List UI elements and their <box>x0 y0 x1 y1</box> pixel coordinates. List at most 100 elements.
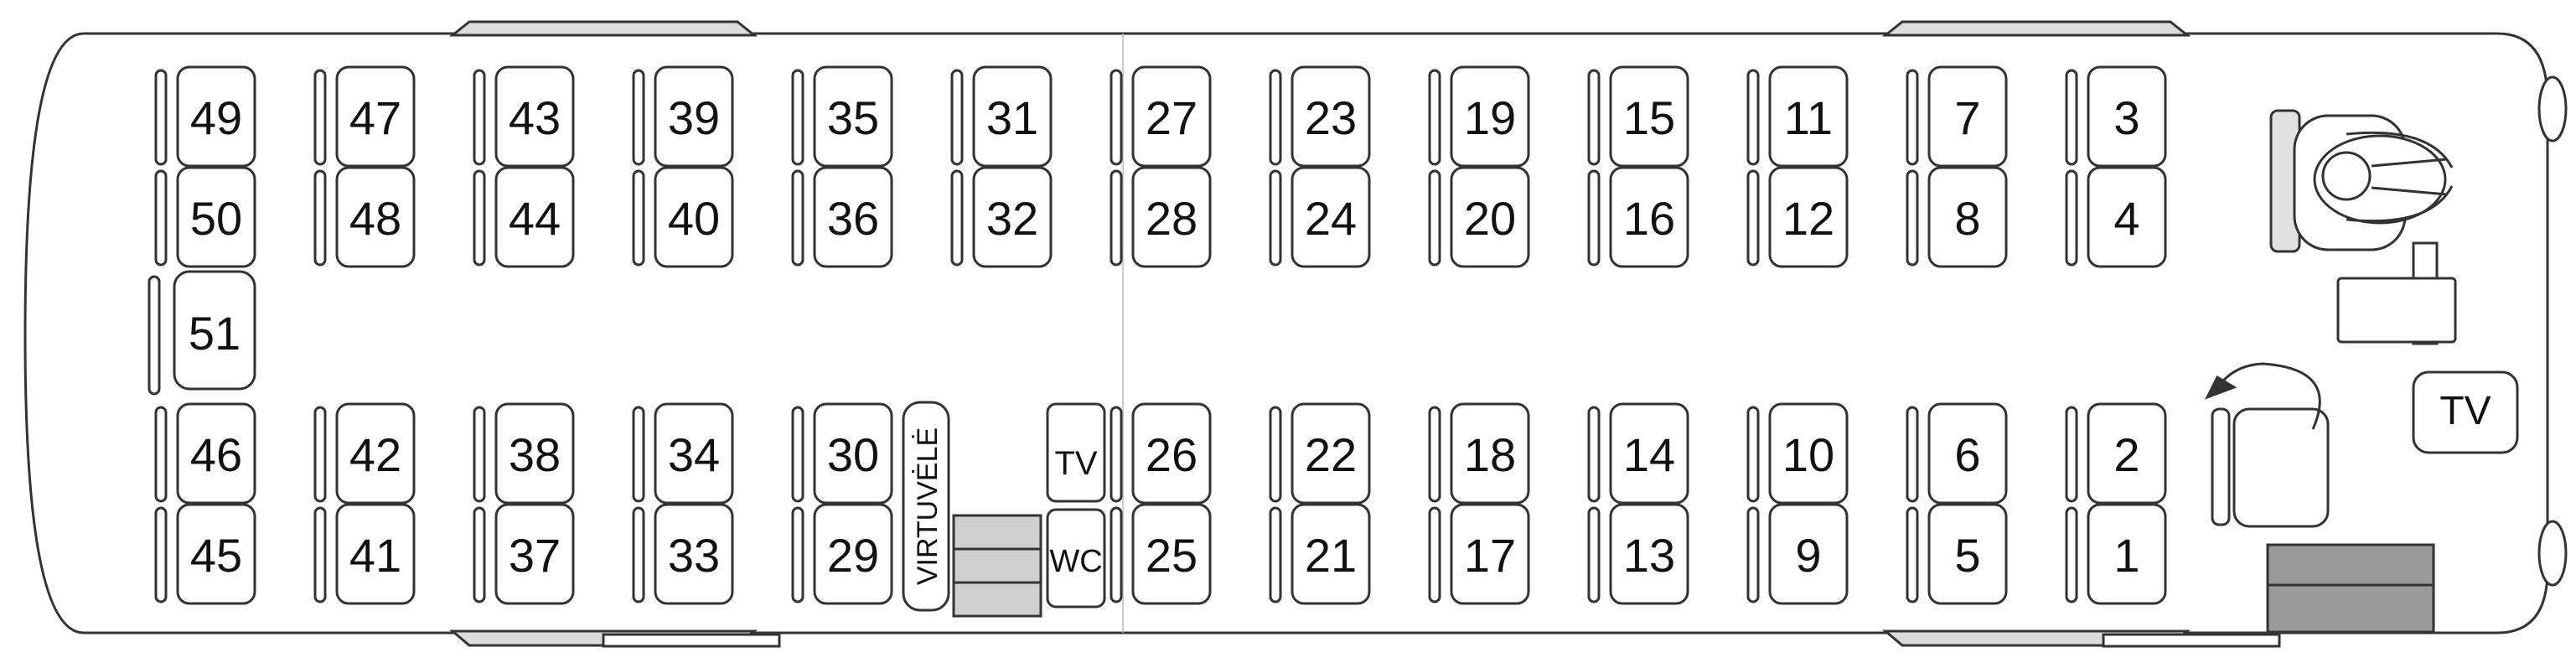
wc-label: WC <box>1049 544 1102 579</box>
seat-18[interactable]: 18 <box>1428 402 1530 505</box>
seat-21[interactable]: 21 <box>1269 503 1371 605</box>
seat-38[interactable]: 38 <box>473 402 575 505</box>
seat-40[interactable]: 40 <box>632 166 734 268</box>
seat-number: 19 <box>1464 91 1516 144</box>
seat-2[interactable]: 2 <box>2065 402 2167 505</box>
seat-17[interactable]: 17 <box>1428 503 1530 605</box>
seat-number: 26 <box>1146 428 1197 481</box>
seat-number: 37 <box>509 529 561 582</box>
seat-cushion <box>176 166 256 268</box>
seat-46[interactable]: 46 <box>154 402 256 505</box>
seat-13[interactable]: 13 <box>1587 503 1689 605</box>
seat-4[interactable]: 4 <box>2065 166 2167 268</box>
seat-number: 31 <box>986 91 1038 144</box>
seat-number: 48 <box>349 192 401 245</box>
seat-20[interactable]: 20 <box>1428 166 1530 268</box>
tv-middle-label: TV <box>1054 445 1097 482</box>
seat-15[interactable]: 15 <box>1587 65 1689 168</box>
seat-armrest <box>2065 69 2078 166</box>
seat-armrest <box>1269 69 1282 166</box>
tv-front-label: TV <box>2439 389 2491 433</box>
seat-16[interactable]: 16 <box>1587 166 1689 268</box>
seat-50[interactable]: 50 <box>154 166 256 268</box>
seat-armrest <box>313 69 327 166</box>
seat-armrest <box>154 169 168 267</box>
seat-43[interactable]: 43 <box>473 65 575 168</box>
seat-25[interactable]: 25 <box>1110 503 1212 605</box>
seat-cushion <box>176 402 256 505</box>
seat-cushion <box>1291 166 1371 268</box>
seat-8[interactable]: 8 <box>1906 166 2008 268</box>
seat-10[interactable]: 10 <box>1746 402 1849 505</box>
seat-28[interactable]: 28 <box>1110 166 1212 268</box>
seat-39[interactable]: 39 <box>632 65 734 168</box>
seat-armrest <box>313 406 327 503</box>
seat-5[interactable]: 5 <box>1906 503 2008 605</box>
seat-cushion <box>813 402 893 505</box>
seat-37[interactable]: 37 <box>473 503 575 605</box>
seat-9[interactable]: 9 <box>1746 503 1849 605</box>
seat-27[interactable]: 27 <box>1110 65 1212 168</box>
seat-36[interactable]: 36 <box>791 166 893 268</box>
tv-front: TV <box>2412 370 2519 454</box>
seat-35[interactable]: 35 <box>791 65 893 168</box>
seat-armrest <box>2065 506 2078 603</box>
seat-cushion <box>1768 402 1849 505</box>
seat-number: 39 <box>668 91 720 144</box>
seat-number: 42 <box>349 428 401 481</box>
seat-cushion <box>1768 65 1849 168</box>
seat-14[interactable]: 14 <box>1587 402 1689 505</box>
seat-23[interactable]: 23 <box>1269 65 1371 168</box>
seat-number: 30 <box>827 428 879 481</box>
seat-30[interactable]: 30 <box>791 402 893 505</box>
seat-42[interactable]: 42 <box>313 402 416 505</box>
front-door-stairs <box>2266 543 2435 634</box>
seat-41[interactable]: 41 <box>313 503 416 605</box>
seat-3[interactable]: 3 <box>2065 65 2167 168</box>
seat-32[interactable]: 32 <box>950 166 1053 268</box>
seat-armrest <box>1428 69 1441 166</box>
seat-number: 22 <box>1305 428 1357 481</box>
seat-number: 21 <box>1305 529 1357 582</box>
seat-7[interactable]: 7 <box>1906 65 2008 168</box>
seat-cushion <box>2087 402 2167 505</box>
seat-armrest <box>1428 406 1441 503</box>
seat-11[interactable]: 11 <box>1746 65 1849 168</box>
seat-armrest <box>473 506 486 603</box>
seat-6[interactable]: 6 <box>1906 402 2008 505</box>
seat-49[interactable]: 49 <box>154 65 256 168</box>
seat-12[interactable]: 12 <box>1746 166 1849 268</box>
seat-armrest <box>1269 506 1282 603</box>
seat-34[interactable]: 34 <box>632 402 734 505</box>
seat-armrest <box>473 406 486 503</box>
seat-44[interactable]: 44 <box>473 166 575 268</box>
seat-number: 40 <box>668 192 720 245</box>
seat-47[interactable]: 47 <box>313 65 416 168</box>
swivel-arrow-icon <box>2212 362 2321 430</box>
seat-22[interactable]: 22 <box>1269 402 1371 505</box>
seat-armrest <box>1906 169 1919 267</box>
seat-48[interactable]: 48 <box>313 166 416 268</box>
seat-number: 28 <box>1146 192 1197 245</box>
seat-24[interactable]: 24 <box>1269 166 1371 268</box>
seat-number: 14 <box>1623 428 1675 481</box>
seat-cushion <box>1450 65 1530 168</box>
seat-number: 44 <box>509 192 561 245</box>
seat-cushion <box>335 503 416 605</box>
seat-armrest <box>1428 506 1441 603</box>
seat-armrest <box>1587 406 1601 503</box>
seat-number: 5 <box>1954 529 1980 582</box>
seat-51[interactable]: 51 <box>147 270 256 396</box>
seat-45[interactable]: 45 <box>154 503 256 605</box>
seat-1[interactable]: 1 <box>2065 503 2167 605</box>
seat-cushion <box>654 503 734 605</box>
seat-31[interactable]: 31 <box>950 65 1053 168</box>
seat-26[interactable]: 26 <box>1110 402 1212 505</box>
seat-33[interactable]: 33 <box>632 503 734 605</box>
seat-cushion <box>1291 503 1371 605</box>
seat-armrest <box>1746 69 1760 166</box>
seat-29[interactable]: 29 <box>791 503 893 605</box>
seat-number: 46 <box>190 428 242 481</box>
seat-cushion <box>1609 166 1689 268</box>
seat-19[interactable]: 19 <box>1428 65 1530 168</box>
